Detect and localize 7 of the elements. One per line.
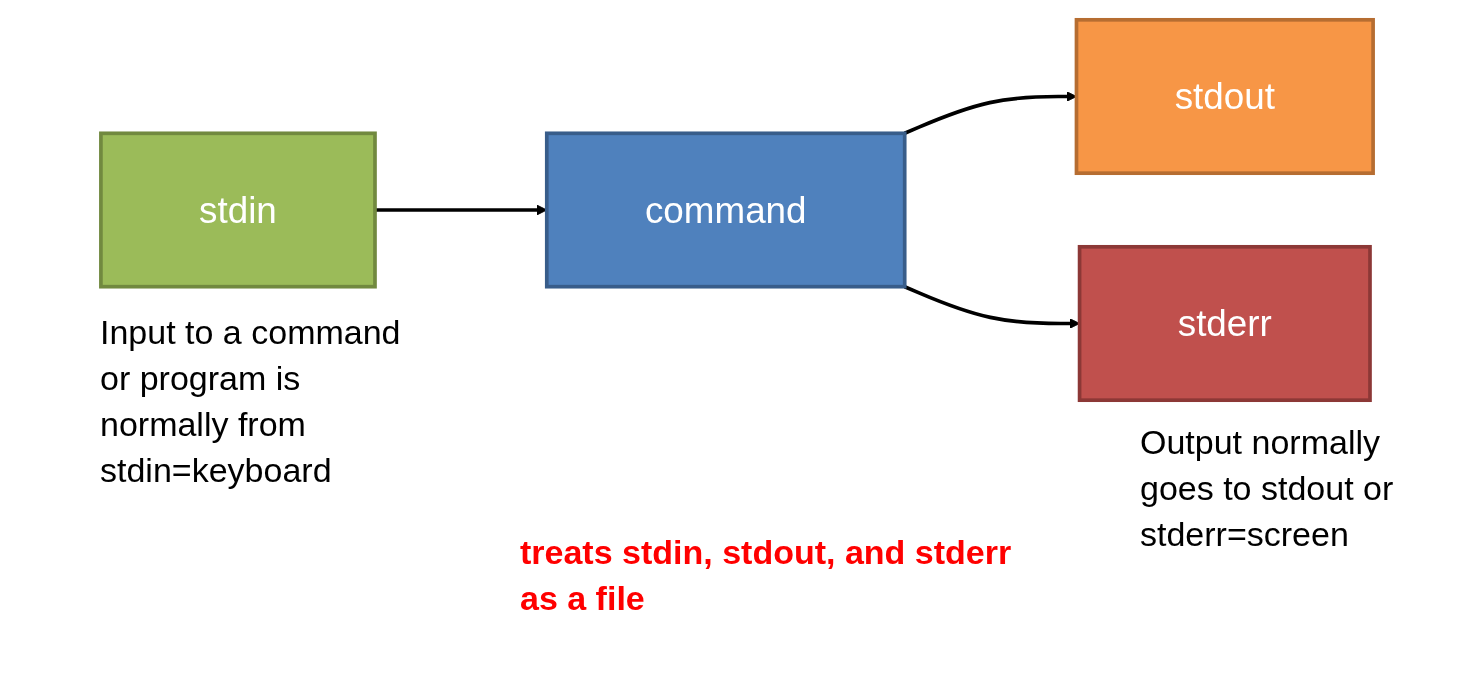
node-description: Input to a command or program is normally from stdin=keyboard [100, 312, 402, 491]
node-box: stdin [99, 131, 377, 289]
node-box: stderr [1077, 244, 1372, 402]
node-box: stdout [1074, 18, 1375, 176]
note-text: treats stdin, stdout, and stderr as a file [520, 532, 1013, 619]
node-description: Output normally goes to stdout or stderr=screen [1140, 422, 1395, 555]
node-box: command [544, 131, 907, 289]
